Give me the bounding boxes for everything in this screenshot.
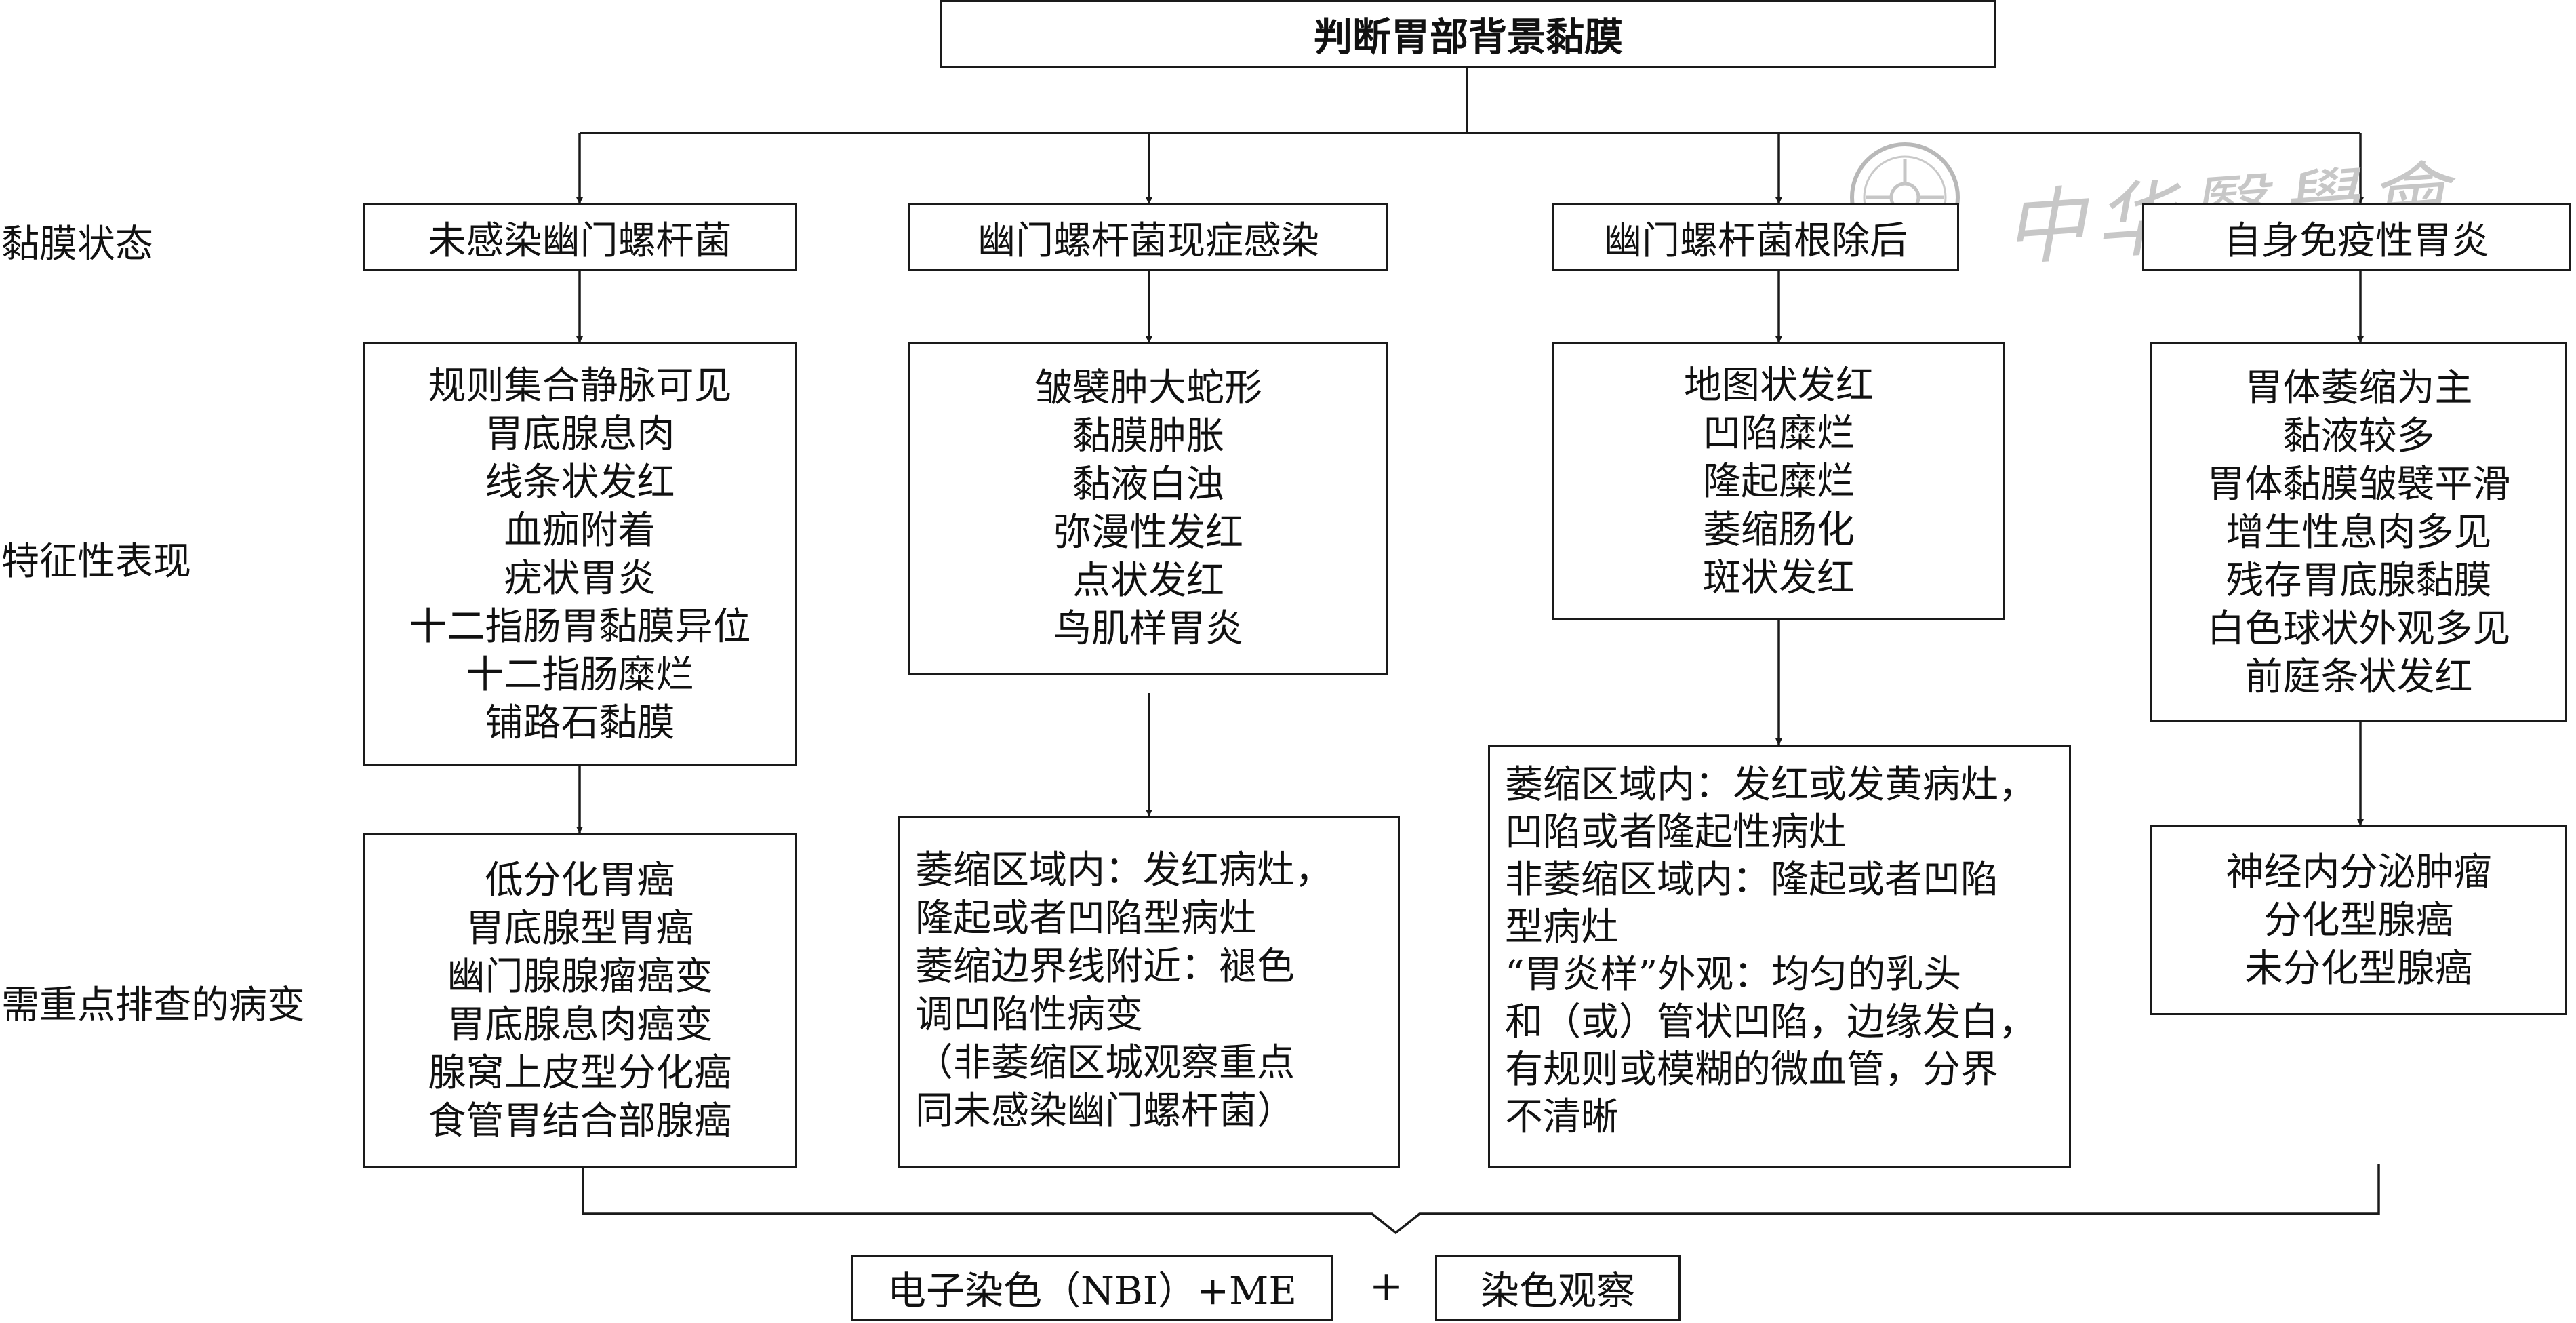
- lesion-item: “胃炎样”外观：均匀的乳头: [1505, 953, 1962, 997]
- feature-item: 黏膜肿胀: [1072, 414, 1224, 458]
- feature-item: 十二指肠糜烂: [466, 652, 694, 697]
- lesion-item: 型病灶: [1505, 905, 1619, 949]
- lesion-item: 神经内分泌肿瘤: [2226, 850, 2492, 894]
- lesion-item: 胃底腺息肉癌变: [447, 1002, 713, 1047]
- feature-item: 鸟肌样胃炎: [1053, 607, 1243, 651]
- feature-item: 黏液白浊: [1072, 462, 1224, 507]
- root-label: 判断胃部背景黏膜: [1314, 14, 1623, 60]
- feature-item: 萎缩肠化: [1703, 507, 1855, 552]
- row-label-features: 特征性表现: [1, 540, 191, 584]
- lesions-box-not-infected: 低分化胃癌 胃底腺型胃癌 幽门腺腺瘤癌变 胃底腺息肉癌变 腺窝上皮型分化癌 食管…: [363, 833, 797, 1168]
- feature-item: 残存胃底腺黏膜: [2226, 558, 2492, 603]
- feature-item: 凹陷糜烂: [1703, 411, 1855, 456]
- feature-item: 皱襞肿大蛇形: [1034, 366, 1262, 410]
- lesion-item: （非萎缩区城观察重点: [915, 1041, 1295, 1085]
- feature-item: 胃底腺息肉: [485, 412, 675, 456]
- feature-item: 弥漫性发红: [1053, 511, 1243, 555]
- state-box-autoimmune: 自身免疫性胃炎: [2142, 203, 2571, 271]
- lesion-item: 萎缩区域内：发红病灶，: [915, 848, 1333, 892]
- feature-item: 斑状发红: [1703, 555, 1855, 600]
- features-box-post-eradication: 地图状发红 凹陷糜烂 隆起糜烂 萎缩肠化 斑状发红: [1552, 342, 2005, 620]
- lesion-item: 幽门腺腺瘤癌变: [447, 954, 713, 999]
- lesion-item: 未分化型腺癌: [2245, 946, 2473, 991]
- feature-item: 地图状发红: [1684, 363, 1874, 408]
- lesion-item: 腺窝上皮型分化癌: [428, 1050, 732, 1095]
- bottom-left-label: 电子染色（NBI）+ME: [887, 1269, 1297, 1314]
- lesion-item: 隆起或者凹陷型病灶: [915, 896, 1257, 941]
- lesion-item: 凹陷或者隆起性病灶: [1505, 810, 1847, 854]
- lesion-item: 萎缩区域内：发红或发黄病灶，: [1505, 763, 2036, 807]
- row-label-state: 黏膜状态: [1, 222, 153, 266]
- lesions-box-autoimmune: 神经内分泌肿瘤 分化型腺癌 未分化型腺癌: [2150, 825, 2567, 1015]
- feature-item: 规则集合静脉可见: [428, 363, 732, 408]
- feature-item: 血痂附着: [504, 508, 656, 553]
- lesion-item: 同未感染幽门螺杆菌）: [915, 1089, 1295, 1133]
- bottom-right-label: 染色观察: [1481, 1269, 1635, 1314]
- state-label: 幽门螺杆菌根除后: [1604, 218, 1908, 263]
- state-label: 未感染幽门螺杆菌: [428, 218, 732, 263]
- feature-item: 疣状胃炎: [504, 556, 656, 601]
- root-node: 判断胃部背景黏膜: [940, 0, 1996, 68]
- state-box-not-infected: 未感染幽门螺杆菌: [363, 203, 797, 271]
- lesion-item: 低分化胃癌: [485, 858, 675, 903]
- lesion-item: 萎缩边界线附近：褪色: [915, 945, 1295, 989]
- lesion-item: 和（或）管状凹陷，边缘发白，: [1505, 1000, 2036, 1044]
- feature-item: 铺路石黏膜: [485, 700, 675, 745]
- state-box-post-eradication: 幽门螺杆菌根除后: [1552, 203, 1959, 271]
- feature-item: 黏液较多: [2282, 414, 2435, 458]
- lesions-box-current-infection: 萎缩区域内：发红病灶， 隆起或者凹陷型病灶 萎缩边界线附近：褪色 调凹陷性病变 …: [898, 816, 1400, 1168]
- lesion-item: 食管胃结合部腺癌: [428, 1099, 732, 1143]
- state-label: 自身免疫性胃炎: [2223, 218, 2489, 263]
- lesion-item: 非萎缩区域内：隆起或者凹陷: [1505, 858, 1998, 902]
- feature-item: 隆起糜烂: [1703, 459, 1855, 504]
- bottom-box-dye-staining: 染色观察: [1435, 1255, 1681, 1321]
- row-label-lesions: 需重点排查的病变: [1, 983, 305, 1027]
- lesions-box-post-eradication: 萎缩区域内：发红或发黄病灶， 凹陷或者隆起性病灶 非萎缩区域内：隆起或者凹陷 型…: [1488, 745, 2071, 1168]
- lesion-item: 分化型腺癌: [2263, 898, 2454, 943]
- feature-item: 点状发红: [1072, 559, 1224, 603]
- plus-sign: +: [1369, 1263, 1404, 1310]
- feature-item: 线条状发红: [485, 460, 675, 505]
- state-box-current-infection: 幽门螺杆菌现症感染: [908, 203, 1388, 271]
- feature-item: 前庭条状发红: [2245, 654, 2473, 699]
- features-box-autoimmune: 胃体萎缩为主 黏液较多 胃体黏膜皱襞平滑 增生性息肉多见 残存胃底腺黏膜 白色球…: [2150, 342, 2567, 722]
- feature-item: 增生性息肉多见: [2226, 510, 2492, 555]
- lesion-item: 调凹陷性病变: [915, 993, 1143, 1037]
- feature-item: 白色球状外观多见: [2207, 606, 2511, 651]
- feature-item: 十二指肠胃黏膜异位: [409, 604, 751, 649]
- feature-item: 胃体黏膜皱襞平滑: [2207, 462, 2511, 507]
- lesion-item: 胃底腺型胃癌: [466, 906, 694, 951]
- lesion-item: 有规则或模糊的微血管，分界: [1505, 1048, 1998, 1092]
- lesion-item: 不清晰: [1505, 1095, 1619, 1139]
- features-box-not-infected: 规则集合静脉可见 胃底腺息肉 线条状发红 血痂附着 疣状胃炎 十二指肠胃黏膜异位…: [363, 342, 797, 766]
- feature-item: 胃体萎缩为主: [2245, 366, 2473, 410]
- state-label: 幽门螺杆菌现症感染: [978, 218, 1319, 263]
- features-box-current-infection: 皱襞肿大蛇形 黏膜肿胀 黏液白浊 弥漫性发红 点状发红 鸟肌样胃炎: [908, 342, 1388, 675]
- bottom-box-electronic-staining: 电子染色（NBI）+ME: [851, 1255, 1333, 1321]
